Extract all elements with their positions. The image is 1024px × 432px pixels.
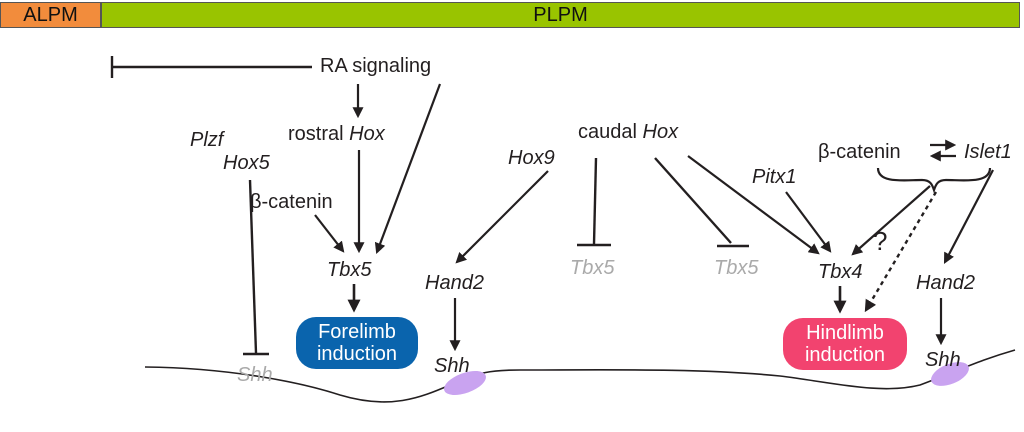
forelimb-line2: induction	[316, 343, 398, 365]
question-mark: ?	[873, 226, 888, 256]
shh-left-label: Shh	[434, 355, 470, 377]
hox5-label: Hox5	[223, 152, 270, 174]
hand2-left-label: Hand2	[425, 272, 484, 294]
alpm-band: ALPM	[0, 2, 101, 28]
arrow-pitx1-tbx4	[785, 191, 832, 253]
shh-inactive-label: Shh	[237, 364, 273, 386]
tbx4-label: Tbx4	[818, 261, 863, 283]
caudal-hox-prefix: caudal	[578, 121, 643, 143]
arrow-islet1-hand2	[943, 169, 994, 264]
inhibit-caudalhox-tbx5-1	[592, 157, 598, 245]
caudal-hox-gene: Hox	[642, 121, 679, 143]
caudal-hox-label: caudal Hox	[578, 122, 678, 142]
inhibit-caudalhox-tbx5-2	[654, 157, 732, 244]
ra-signaling-label: RA signaling	[320, 55, 432, 77]
hindlimb-line1: Hindlimb	[806, 322, 884, 344]
plzf-label: Plzf	[190, 129, 224, 151]
beta-catenin-right-label: β-catenin	[818, 141, 901, 163]
rostral-hox-gene: Hox	[349, 123, 385, 145]
hand2-right-label: Hand2	[916, 272, 975, 294]
tbx5-inactive-1-label: Tbx5	[570, 257, 615, 279]
shh-domain-right	[931, 362, 969, 386]
islet1-label: Islet1	[964, 141, 1012, 163]
tbx5-inactive-2-label: Tbx5	[714, 257, 759, 279]
arrow-caudalhox-tbx4	[687, 155, 820, 255]
arrow-complex-hindlimb-dashed	[864, 191, 938, 313]
lateral-plate-outline	[144, 349, 1016, 403]
shh-domain-left	[444, 370, 486, 396]
hox9-label: Hox9	[508, 147, 555, 169]
shh-right-label: Shh	[925, 349, 961, 371]
rostral-hox-prefix: rostral	[288, 123, 350, 145]
tbx5-label: Tbx5	[327, 259, 372, 281]
arrow-hox9-hand2	[455, 170, 549, 264]
rostral-hox-label: rostral Hox	[288, 124, 385, 144]
arrow-complex-tbx4	[851, 185, 931, 256]
arrow-ra-tbx5	[374, 83, 442, 255]
arrow-betacatenin-tbx5	[314, 214, 345, 253]
complex-brace	[876, 167, 992, 194]
beta-catenin-left-label: β-catenin	[250, 191, 333, 213]
hindlimb-line2: induction	[804, 344, 886, 366]
hindlimb-induction-pill: Hindlimb induction	[783, 318, 907, 370]
pitx1-label: Pitx1	[752, 166, 797, 188]
plpm-band: PLPM	[101, 2, 1020, 28]
forelimb-induction-pill: Forelimb induction	[296, 317, 418, 369]
inhibit-hox5-shh	[248, 179, 258, 354]
forelimb-line1: Forelimb	[318, 321, 396, 343]
